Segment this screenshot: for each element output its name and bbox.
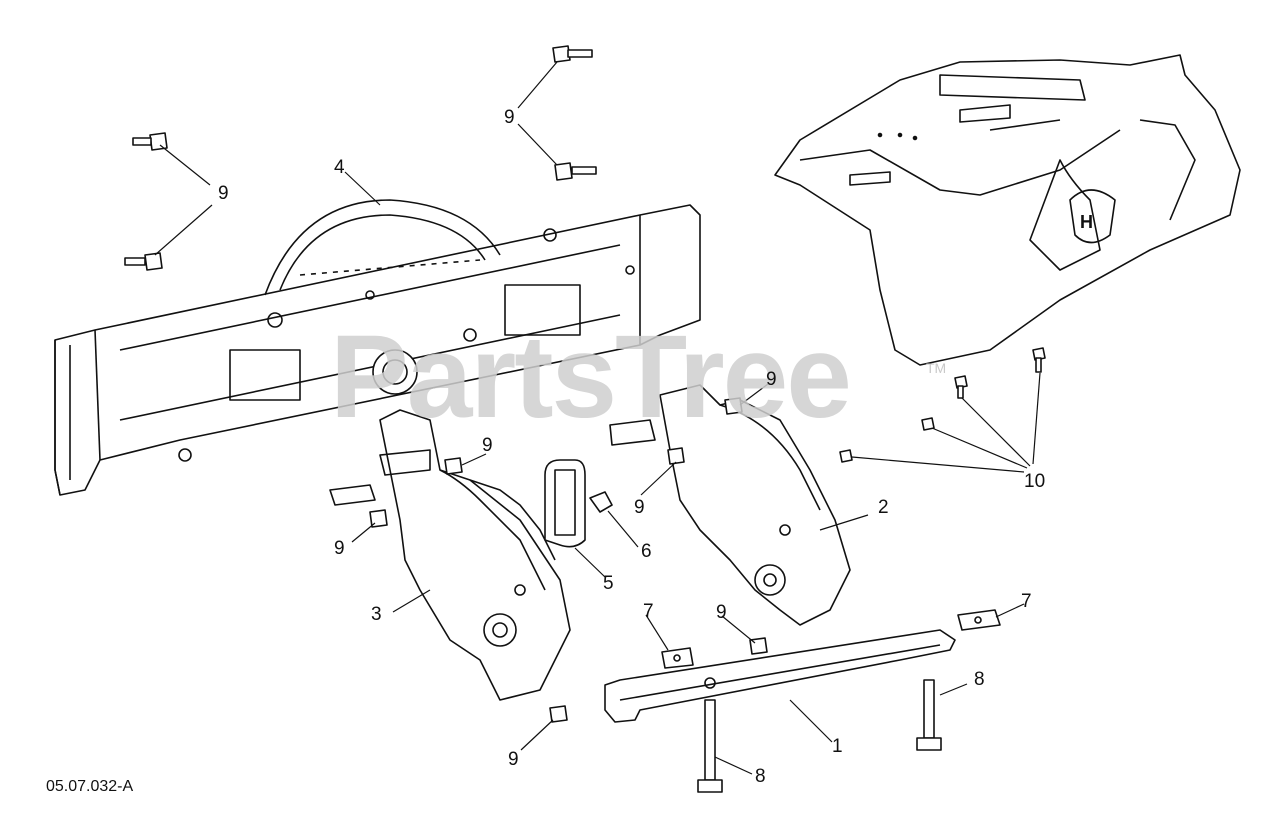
long-bolt-right: [916, 679, 942, 751]
callout-2: 2: [878, 497, 889, 518]
long-bolt-left: [697, 699, 723, 793]
lower-rail: [604, 629, 956, 723]
callout-9-center: 9: [634, 497, 645, 518]
callout-4: 4: [334, 157, 345, 178]
frame-plate: [54, 199, 701, 496]
callout-9-right: 9: [766, 369, 777, 390]
callout-9-lower-left: 9: [334, 538, 345, 559]
diagram-code: 05.07.032-A: [46, 778, 134, 795]
callout-9-bottom: 9: [508, 749, 519, 770]
callout-9-lower-center: 9: [716, 602, 727, 623]
callout-1: 1: [832, 736, 843, 757]
callout-8-left: 8: [755, 766, 766, 787]
pivot-pin: [589, 491, 613, 513]
callout-5: 5: [603, 573, 614, 594]
leader-lines: [154, 61, 1041, 775]
nut-right: [957, 609, 1001, 631]
callout-8-right: 8: [974, 669, 985, 690]
callout-7-right: 7: [1021, 591, 1032, 612]
left-bracket: [329, 409, 571, 701]
small-bolts: [124, 45, 768, 723]
clamp: [544, 459, 586, 548]
callout-3: 3: [371, 604, 382, 625]
callout-6: 6: [641, 541, 652, 562]
control-cover: H: [774, 54, 1241, 366]
callout-7-left: 7: [643, 601, 654, 622]
callout-10: 10: [1024, 471, 1046, 492]
callout-9-mid-left: 9: [482, 435, 493, 456]
callout-9-left: 9: [218, 183, 229, 204]
watermark-trademark: TM: [926, 360, 947, 376]
watermark: PartsTree: [330, 311, 852, 443]
svg-text:H: H: [1080, 212, 1093, 232]
callout-9-top: 9: [504, 107, 515, 128]
nut-left: [661, 647, 694, 669]
small-screws: [839, 347, 1046, 463]
